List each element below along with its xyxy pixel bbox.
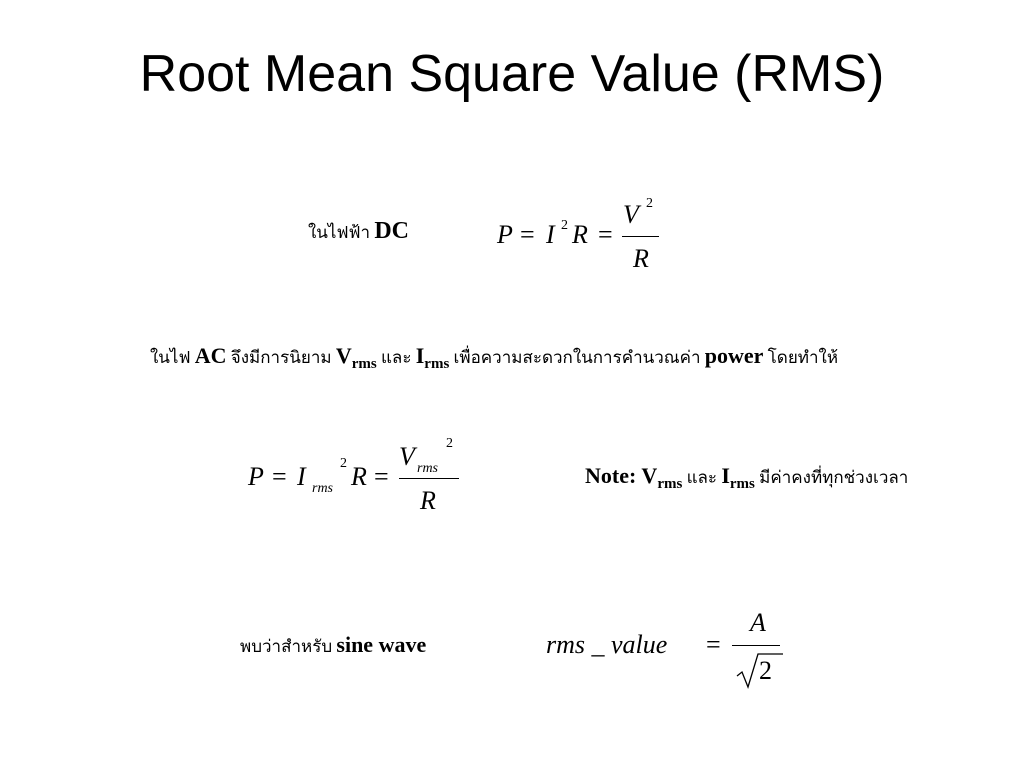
sine-formula-lhs: rms _ value	[546, 630, 668, 659]
ac-text-v-sub: rms	[351, 356, 377, 372]
rms-formula-i-sub: rms	[312, 481, 334, 496]
dc-formula-eq1: =	[520, 220, 535, 249]
dc-formula-numerator-v: V	[623, 200, 639, 229]
rms-formula-denominator-r: R	[420, 486, 436, 515]
rms-formula-p: P	[248, 462, 264, 491]
note-text-1: และ	[682, 468, 722, 487]
rms-formula-r: R	[351, 462, 367, 491]
ac-text-v: V	[335, 343, 352, 368]
note-i: I	[721, 463, 730, 488]
sine-thai-text: พบว่าสำหรับ	[240, 637, 337, 656]
sine-formula-denominator: 2	[759, 656, 772, 685]
sqrt-icon	[736, 653, 783, 689]
ac-text-4: เพื่อความสะดวกในการคำนวณค่า	[449, 348, 705, 367]
dc-formula-r: R	[572, 220, 588, 249]
dc-formula-sup2: 2	[646, 196, 653, 211]
dc-formula-eq2: =	[598, 220, 613, 249]
dc-formula-denominator-r: R	[633, 244, 649, 273]
sine-fraction-bar	[732, 645, 780, 646]
sine-wave-text: sine wave	[336, 632, 427, 657]
dc-text: DC	[374, 218, 410, 244]
ac-text-ac: AC	[194, 343, 227, 368]
rms-formula-eq1: =	[272, 462, 287, 491]
dc-label: ในไฟฟ้า DC	[308, 218, 409, 246]
dc-thai-text: ในไฟฟ้า	[308, 223, 375, 242]
note-text-2: มีค่าคงที่ทุกช่วงเวลา	[754, 468, 909, 487]
rms-formula-numerator-sub: rms	[417, 461, 439, 476]
note-text: Note: Vrms และ Irms มีค่าคงที่ทุกช่วงเวล…	[585, 463, 908, 493]
dc-fraction-bar	[622, 236, 659, 237]
ac-text-2: จึงมีการนิยาม	[226, 348, 336, 367]
note-v: V	[641, 463, 658, 488]
note-i-sub: rms	[729, 476, 755, 492]
rms-formula-i: I	[297, 462, 306, 491]
dc-formula-i: I	[546, 220, 555, 249]
dc-formula-p: P	[497, 220, 513, 249]
rms-formula-numerator-v: V	[399, 442, 415, 471]
ac-text-3: และ	[376, 348, 416, 367]
slide-title: Root Mean Square Value (RMS)	[139, 45, 885, 103]
sine-formula-eq: =	[706, 630, 721, 659]
ac-text-i: I	[415, 343, 425, 368]
sine-label: พบว่าสำหรับ sine wave	[240, 632, 426, 660]
rms-fraction-bar	[399, 478, 459, 479]
ac-text-5: โดยทำให้	[763, 348, 839, 367]
ac-text-power: power	[704, 343, 764, 368]
note-v-sub: rms	[657, 476, 683, 492]
dc-formula-sup1: 2	[561, 218, 568, 233]
rms-formula-eq2: =	[374, 462, 389, 491]
ac-text-i-sub: rms	[424, 356, 450, 372]
note-label: Note:	[585, 463, 642, 488]
sine-formula-numerator-a: A	[750, 608, 766, 637]
rms-formula-sup1: 2	[340, 456, 347, 471]
rms-formula-sup2: 2	[446, 436, 453, 451]
ac-text-1: ในไฟ	[150, 348, 195, 367]
ac-description: ในไฟ AC จึงมีการนิยาม Vrms และ Irms เพื่…	[150, 343, 838, 373]
